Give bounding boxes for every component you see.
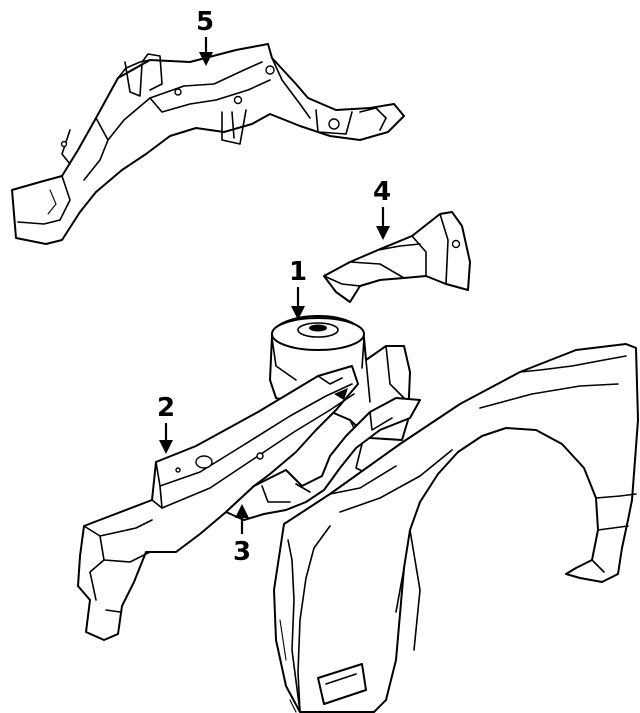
fender[interactable] [273, 343, 639, 713]
part-5-upper-rail[interactable] [11, 43, 405, 245]
callout-label-1: 1 [289, 257, 307, 287]
callout-2: 2 [157, 393, 175, 454]
part-2-lower-rail[interactable] [77, 365, 359, 641]
callout-label-3: 3 [233, 537, 251, 567]
part-3-inner-apron[interactable] [225, 397, 421, 521]
callout-3: 3 [233, 504, 251, 567]
callout-5: 5 [196, 7, 214, 66]
part-4-bracket[interactable] [323, 211, 471, 303]
callout-1: 1 [289, 257, 307, 320]
callout-label-5: 5 [196, 7, 214, 37]
callout-label-4: 4 [373, 177, 391, 207]
callout-4: 4 [373, 177, 391, 240]
callout-label-2: 2 [157, 393, 175, 423]
